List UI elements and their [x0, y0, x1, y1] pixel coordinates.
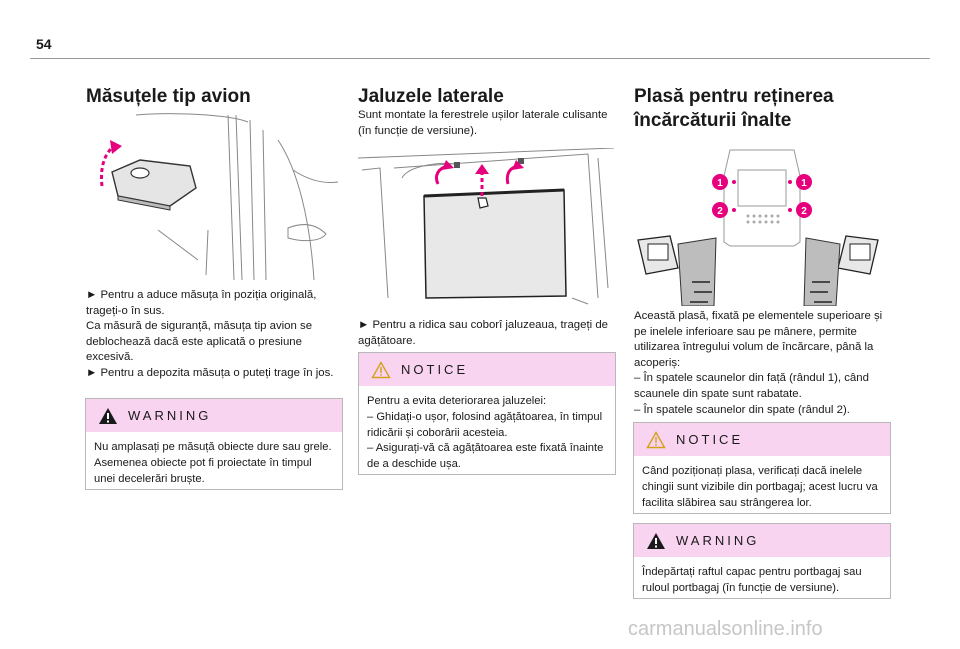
section-title-side-blinds: Jaluzele laterale — [358, 86, 504, 107]
section-title-tray-tables: Măsuțele tip avion — [86, 86, 251, 107]
notice-text: Pentru a evita deteriorarea jaluzelei: –… — [367, 395, 604, 471]
warning-net-title: WARNING — [676, 533, 760, 548]
cargo-net-body: Această plasă, fixată pe elementele supe… — [634, 310, 883, 416]
warning-box-header: WARNING — [86, 399, 342, 432]
cargo-net-illustration: 1 1 2 2 — [637, 149, 879, 306]
caution-triangle-icon — [371, 361, 391, 379]
marker-row2-right: 2 — [801, 206, 807, 217]
top-rule — [30, 58, 930, 59]
section-title-net-line1: Plasă pentru reținerea — [634, 86, 834, 107]
notice-box-net-header: NOTICE — [634, 423, 890, 456]
warning-box-net: WARNING Îndepărtați raftul capac pentru … — [633, 523, 891, 599]
tray-table-illustration — [100, 113, 339, 280]
warning-triangle-icon — [99, 408, 117, 424]
warning-title: WARNING — [128, 408, 212, 423]
warning-net-text: Îndepărtați raftul capac pentru portbaga… — [642, 566, 862, 594]
notice-box-header: NOTICE — [359, 353, 615, 386]
warning-box-net-header: WARNING — [634, 524, 890, 557]
marker-row1-right: 1 — [801, 178, 807, 189]
notice-net-title: NOTICE — [676, 432, 744, 447]
notice-box-net: NOTICE Când poziționați plasa, verificaț… — [633, 422, 891, 514]
caution-triangle-icon — [646, 431, 666, 449]
section-title-net-line2: încărcăturii înalte — [634, 110, 792, 131]
notice-box-blinds: NOTICE Pentru a evita deteriorarea jaluz… — [358, 352, 616, 475]
side-blinds-body: ► Pentru a ridica sau coborî jaluzeaua, … — [358, 319, 608, 347]
warning-box-tray: WARNING Nu amplasați pe măsuță obiecte d… — [85, 398, 343, 490]
notice-net-text: Când poziționați plasa, verificați dacă … — [642, 465, 878, 509]
notice-title: NOTICE — [401, 362, 469, 377]
watermark: carmanualsonline.info — [628, 618, 823, 640]
side-blinds-intro: Sunt montate la ferestrele ușilor latera… — [358, 109, 608, 137]
warning-triangle-icon — [647, 533, 665, 549]
warning-text: Nu amplasați pe măsuță obiecte dure sau … — [94, 441, 332, 485]
tray-tables-body: ► Pentru a aduce măsuța în poziția origi… — [86, 289, 334, 379]
side-blind-illustration — [358, 148, 614, 305]
marker-row1-left: 1 — [717, 178, 723, 189]
page-number: 54 — [36, 36, 52, 52]
marker-row2-left: 2 — [717, 206, 723, 217]
